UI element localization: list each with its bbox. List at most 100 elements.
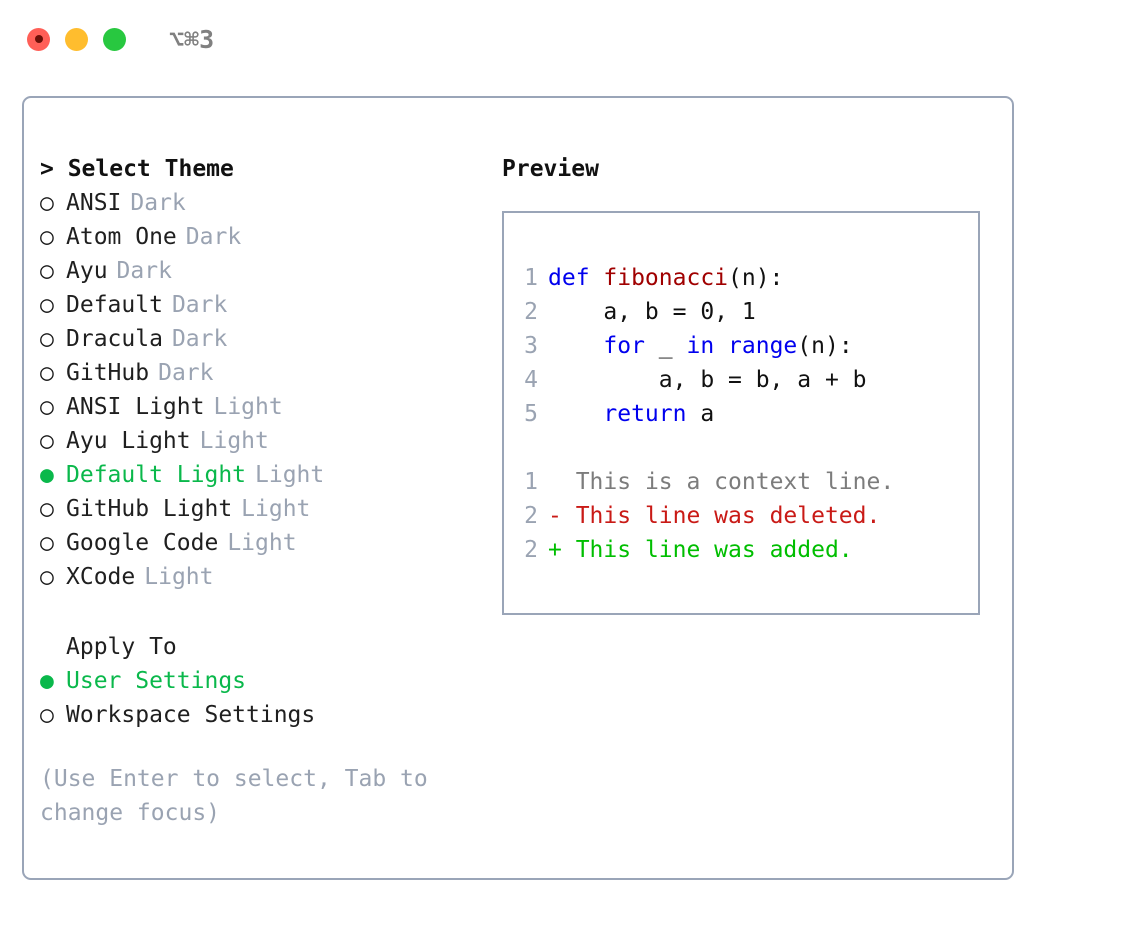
line-number: 1 [524, 265, 538, 291]
theme-category-tag: Dark [158, 360, 214, 386]
code-token-plain [548, 401, 603, 427]
line-number: 3 [524, 333, 538, 359]
theme-category-tag: Light [241, 496, 311, 522]
code-token-plain: (n): [728, 265, 784, 291]
minimize-window-button[interactable] [65, 27, 88, 51]
code-text: for _ in range(n): [548, 329, 853, 363]
code-token-plain: _ [644, 333, 687, 359]
code-line: 1 def fibonacci(n): [504, 261, 978, 295]
radio-unselected-icon[interactable]: ○ [40, 292, 54, 318]
diff-content: This line was deleted. [561, 503, 881, 529]
radio-selected-icon[interactable]: ● [40, 462, 54, 488]
radio-unselected-icon[interactable]: ○ [40, 360, 54, 386]
code-line: 3 for _ in range(n): [504, 329, 978, 363]
diff-line: 1 This is a context line. [504, 465, 978, 499]
theme-category-tag: Light [213, 394, 283, 420]
line-number: 2 [524, 503, 538, 529]
preview-column: Preview 1 def fibonacci(n): 2 a, b = 0, 1 3… [502, 152, 992, 615]
diff-content: This line was added. [561, 537, 853, 563]
theme-list-item[interactable]: ○ Ayu Dark [40, 254, 490, 288]
apply-to-item[interactable]: ● User Settings [40, 664, 490, 698]
radio-unselected-icon[interactable]: ○ [40, 326, 54, 352]
section-spacer [40, 594, 490, 630]
theme-name-label: Default Light [66, 462, 247, 488]
theme-name-label: Default [66, 292, 163, 318]
code-token-fn: fibonacci [603, 265, 729, 291]
radio-unselected-icon[interactable]: ○ [40, 496, 54, 522]
title-bar: ⌥⌘3 [0, 0, 1140, 78]
apply-to-label: User Settings [66, 668, 247, 694]
radio-unselected-icon[interactable]: ○ [40, 530, 54, 556]
code-token-plain: (n): [797, 333, 853, 359]
apply-to-list: ● User Settings ○ Workspace Settings [40, 664, 490, 732]
theme-name-label: Atom One [66, 224, 177, 250]
theme-category-tag: Dark [116, 258, 172, 284]
close-window-button[interactable] [27, 27, 50, 51]
radio-unselected-icon[interactable]: ○ [40, 190, 54, 216]
theme-category-tag: Light [144, 564, 214, 590]
maximize-window-button[interactable] [103, 27, 126, 51]
diff-content: This is a context line. [561, 469, 895, 495]
theme-category-tag: Dark [171, 326, 228, 352]
theme-category-tag: Light [227, 530, 297, 556]
radio-unselected-icon[interactable]: ○ [40, 394, 54, 420]
diff-text: This is a context line. [548, 465, 895, 499]
preview-box: 1 def fibonacci(n): 2 a, b = 0, 1 3 for _ i… [502, 211, 980, 615]
diff-marker [548, 469, 562, 495]
theme-list-item[interactable]: ○ XCode Light [40, 560, 490, 594]
radio-unselected-icon[interactable]: ○ [40, 702, 54, 728]
theme-name-label: Ayu [66, 258, 108, 284]
code-text: return a [548, 397, 714, 431]
theme-name-label: Google Code [66, 530, 219, 556]
apply-to-item[interactable]: ○ Workspace Settings [40, 698, 490, 732]
theme-category-tag: Dark [171, 292, 228, 318]
radio-unselected-icon[interactable]: ○ [40, 224, 54, 250]
code-text: a, b = 0, 1 [548, 295, 756, 329]
theme-category-tag: Dark [185, 224, 242, 250]
radio-selected-icon[interactable]: ● [40, 668, 54, 694]
apply-to-header-label: Apply To [66, 634, 177, 660]
diff-text: + This line was added. [548, 533, 853, 567]
theme-category-tag: Light [199, 428, 269, 454]
preview-title: Preview [502, 156, 599, 182]
code-diff-spacer [504, 431, 978, 465]
line-number: 1 [524, 469, 538, 495]
code-token-plain: a, b = 0, 1 [548, 299, 756, 325]
theme-list-item[interactable]: ○ Default Dark [40, 288, 490, 322]
code-line: 5 return a [504, 397, 978, 431]
diff-line: 2+ This line was added. [504, 533, 978, 567]
code-token-plain: a, b = b, a + b [548, 367, 867, 393]
diff-marker: + [548, 537, 562, 563]
radio-unselected-icon[interactable]: ○ [40, 564, 54, 590]
code-token-kw: return [603, 401, 687, 427]
code-token-plain [714, 333, 728, 359]
radio-unselected-icon[interactable]: ○ [40, 428, 54, 454]
theme-category-tag: Light [255, 462, 325, 488]
diff-marker: - [548, 503, 562, 529]
code-token-kw: in [686, 333, 715, 359]
theme-list-item[interactable]: ○ Google Code Light [40, 526, 490, 560]
diff-text: - This line was deleted. [548, 499, 880, 533]
theme-list-header: > Select Theme [40, 152, 490, 186]
keyboard-hint: (Use Enter to select, Tab to change focu… [40, 766, 442, 826]
apply-to-label: Workspace Settings [66, 702, 316, 728]
radio-unselected-icon[interactable]: ○ [40, 258, 54, 284]
diff-sample: 1 This is a context line.2- This line wa… [504, 465, 978, 567]
code-text: a, b = b, a + b [548, 363, 867, 397]
theme-list-item[interactable]: ○ Atom One Dark [40, 220, 490, 254]
code-token-kw: for [603, 333, 645, 359]
diff-line: 2- This line was deleted. [504, 499, 978, 533]
code-line: 4 a, b = b, a + b [504, 363, 978, 397]
theme-list-item[interactable]: ● Default Light Light [40, 458, 490, 492]
code-text: def fibonacci(n): [548, 261, 783, 295]
theme-name-label: XCode [66, 564, 136, 590]
